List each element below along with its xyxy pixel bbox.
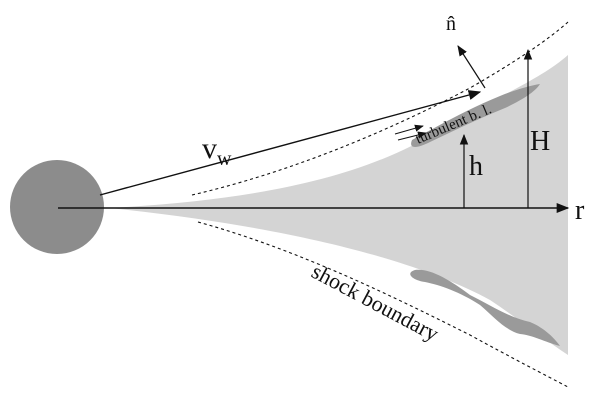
turbulent-layer-lower [410,269,560,346]
wind-velocity-subscript: w [217,148,232,170]
radius-axis-label: r [575,195,585,226]
wind-velocity-arrow [99,90,482,196]
flow-arrow-1 [394,124,424,135]
disk-height-label: h [469,151,483,182]
normal-label: n̂ [446,13,456,35]
shock-height-label: H [530,126,550,157]
wind-velocity-label: vw [202,132,232,170]
turbulent-layer-upper [411,84,540,147]
flow-arrow-2 [397,131,427,141]
shock-boundary-lower [197,221,569,388]
central-star [10,160,104,254]
normal-vector-arrow [457,45,486,89]
wind-velocity-main: v [202,132,217,165]
